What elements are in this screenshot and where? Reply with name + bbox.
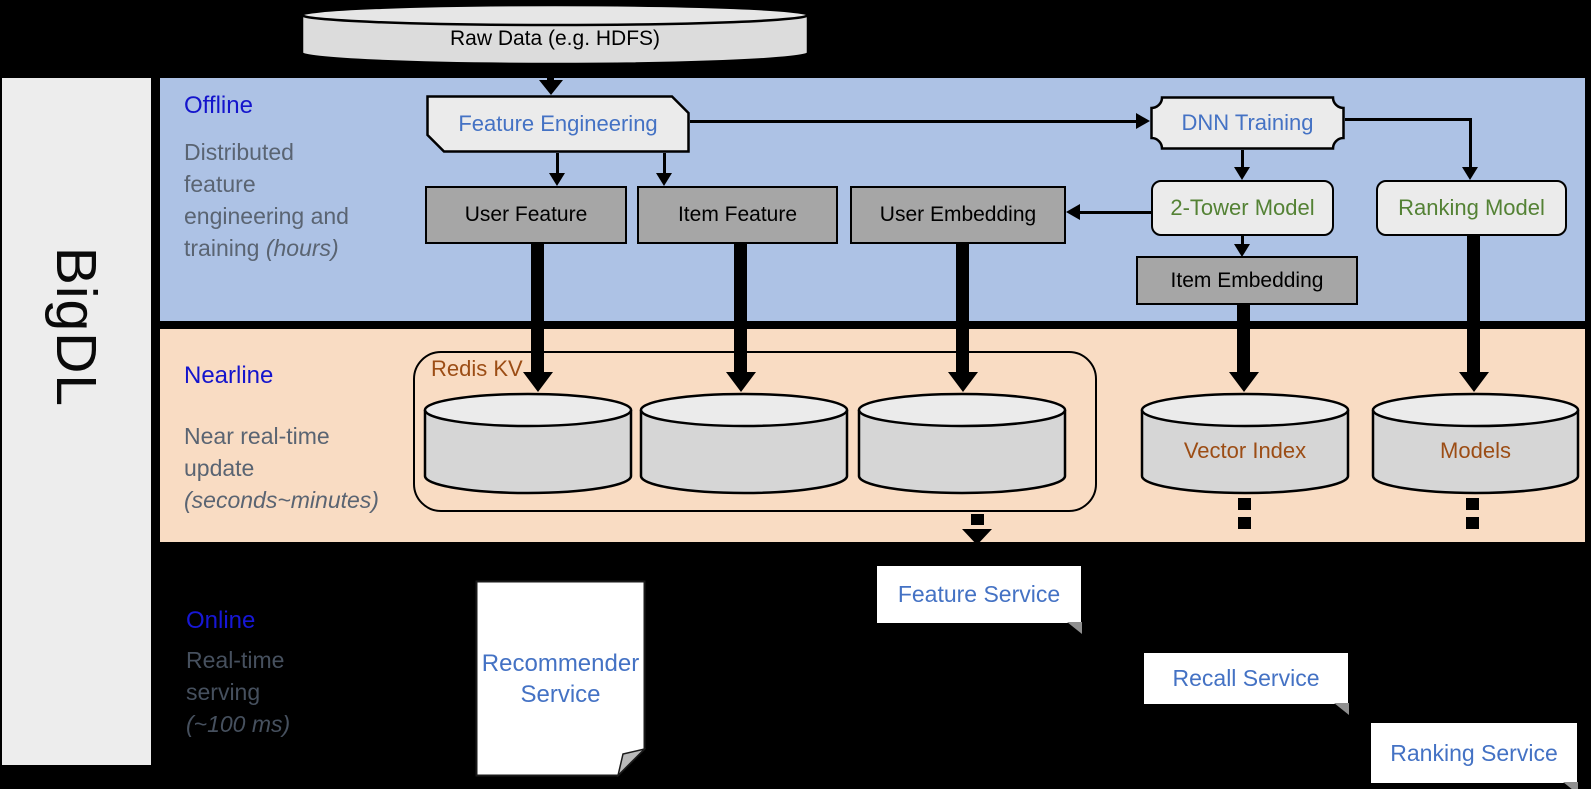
cylinder-shape [300, 3, 810, 66]
ranking-model-label: Ranking Model [1398, 195, 1545, 220]
arrow-rawdata-to-fe-stem [547, 64, 554, 82]
bigdl-sidebar: BigDL [2, 78, 151, 765]
arrow-redis-to-featureservice-head [962, 529, 992, 545]
arrow-fe-to-userfeature-head [549, 173, 565, 186]
vectorindex-dash-2 [1238, 517, 1251, 529]
item-feature-node: Item Feature [637, 186, 838, 244]
feature-service-node: Feature Service [877, 566, 1082, 634]
redis-cylinder-3 [857, 391, 1067, 496]
ranking-model-node: Ranking Model [1376, 180, 1567, 236]
arrow-rankingmodel-to-models-head [1459, 372, 1489, 392]
arrow-dnn-to-ranking-head [1462, 167, 1478, 180]
snip-rect-shape [426, 95, 690, 153]
arrow-userembedding-to-redis-stem [956, 244, 969, 373]
nearline-title: Nearline [184, 362, 274, 389]
user-embedding-label: User Embedding [879, 203, 1037, 226]
vectorindex-dash-1 [1238, 498, 1251, 510]
redis-cylinder-1 [423, 391, 633, 496]
models-label: Models [1440, 437, 1511, 463]
raw-data-cylinder: Raw Data (e.g. HDFS) [300, 3, 810, 66]
recall-service-node: Recall Service [1144, 653, 1349, 715]
feature-service-fold-corner [1067, 622, 1082, 634]
user-feature-label: User Feature [464, 203, 588, 226]
bigdl-logo-text: BigDL [44, 246, 109, 407]
user-embedding-node: User Embedding [850, 186, 1066, 244]
redis-kv-label: Redis KV [431, 356, 523, 381]
feature-service-label: Feature Service [897, 581, 1061, 607]
arrow-itemfeature-to-redis-head [726, 372, 756, 392]
arrow-dnn-to-twotower-stem [1241, 150, 1244, 168]
arrow-dnn-to-ranking-hstem [1345, 118, 1472, 121]
arrow-fe-to-dnn-stem [690, 120, 1138, 123]
models-dash-2 [1466, 517, 1479, 529]
arrow-itemembedding-to-vectorindex-head [1229, 372, 1259, 392]
feature-engineering-node: Feature Engineering [426, 95, 690, 153]
arrow-rawdata-to-fe-head [539, 80, 563, 95]
arrow-fe-to-itemfeature-head [656, 173, 672, 186]
recommender-service-node: Recommender Service [475, 580, 647, 778]
two-tower-model-label: 2-Tower Model [1170, 195, 1315, 220]
item-feature-label: Item Feature [677, 203, 798, 226]
models-dash-1 [1466, 498, 1479, 510]
user-feature-node: User Feature [425, 186, 627, 244]
dnn-training-node: DNN Training [1150, 96, 1345, 150]
redis-cylinder-2 [639, 391, 849, 496]
ranking-service-label: Ranking Service [1390, 739, 1558, 766]
arrow-itemembedding-to-vectorindex-stem [1237, 305, 1250, 373]
two-tower-model-node: 2-Tower Model [1151, 180, 1334, 236]
item-embedding-label: Item Embedding [1170, 268, 1324, 292]
recall-service-label: Recall Service [1172, 665, 1320, 691]
plaque-shape [1150, 96, 1345, 150]
dnn-training-label: DNN Training [1181, 110, 1314, 135]
arrow-fe-to-dnn-head [1136, 113, 1150, 129]
arrow-twotower-to-itemembedding-stem [1241, 236, 1244, 245]
item-embedding-node: Item Embedding [1136, 256, 1358, 305]
arrow-redis-to-featureservice-dash [971, 514, 984, 525]
arrow-userembedding-to-redis-head [948, 372, 978, 392]
arrow-rankingmodel-to-models-stem [1467, 236, 1480, 373]
vector-index-cylinder: Vector Index [1140, 391, 1350, 496]
document-shape [475, 580, 647, 778]
ranking-service-node: Ranking Service [1371, 723, 1578, 789]
arrow-dnn-to-ranking-vstem [1469, 118, 1472, 168]
feature-engineering-label: Feature Engineering [458, 111, 658, 136]
arrow-fe-to-itemfeature-stem [663, 153, 666, 174]
arrow-fe-to-userfeature-stem [556, 153, 559, 174]
arrow-itemfeature-to-redis-stem [734, 244, 747, 373]
offline-title: Offline [184, 92, 253, 119]
vector-index-label: Vector Index [1183, 437, 1307, 463]
offline-description: Distributed feature engineering and trai… [184, 139, 349, 261]
recall-service-fold-corner [1334, 703, 1349, 715]
arrow-userfeature-to-redis-head [523, 372, 553, 392]
arrow-twotower-to-itemembedding-head [1234, 244, 1250, 257]
arrow-twotower-to-userembedding-stem [1080, 211, 1151, 214]
online-title: Online [186, 607, 256, 634]
nearline-description: Near real-time update (seconds~minutes) [184, 423, 379, 513]
ranking-service-fold-corner [1563, 782, 1578, 789]
redis-kv-container [413, 351, 1097, 512]
recommender-service-label: Recommender Service [481, 649, 640, 708]
models-cylinder: Models [1371, 391, 1580, 496]
arrow-userfeature-to-redis-stem [531, 244, 544, 373]
online-description: Real-time serving (~100 ms) [186, 647, 291, 737]
arrow-dnn-to-twotower-head [1234, 167, 1250, 180]
raw-data-label: Raw Data (e.g. HDFS) [449, 26, 661, 50]
arrow-twotower-to-userembedding-head [1066, 204, 1080, 220]
